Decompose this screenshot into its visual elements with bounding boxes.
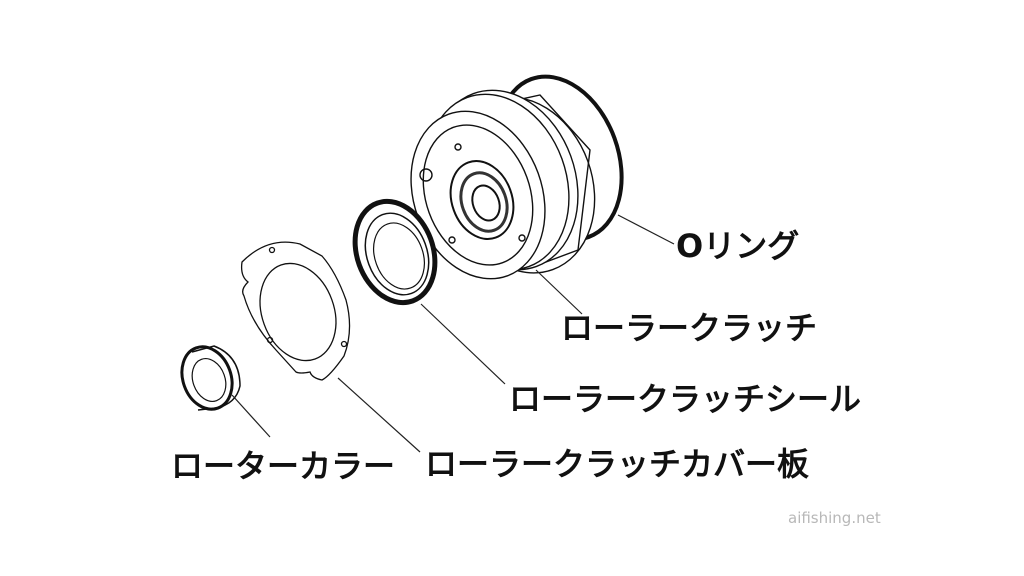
roller-clutch-cover-part [240, 241, 351, 381]
leader-roller-clutch-cover [337, 377, 421, 453]
leader-o-ring [617, 214, 675, 245]
leader-roller-clutch [535, 269, 583, 315]
leader-roller-clutch-seal [420, 303, 506, 385]
rotor-collar-part [180, 345, 241, 411]
label-o-ring: Oリング [676, 227, 800, 265]
leader-lines [231, 214, 675, 453]
watermark: aifishing.net [788, 509, 881, 527]
label-rotor-collar: ローターカラー [171, 447, 396, 485]
roller-clutch-seal-part [352, 198, 438, 306]
roller-clutch-part [410, 89, 596, 280]
label-roller-clutch-seal: ローラークラッチシール [509, 380, 862, 418]
label-roller-clutch: ローラークラッチ [561, 309, 818, 347]
leader-rotor-collar [231, 394, 271, 438]
label-roller-clutch-cover: ローラークラッチカバー板 [425, 445, 810, 483]
